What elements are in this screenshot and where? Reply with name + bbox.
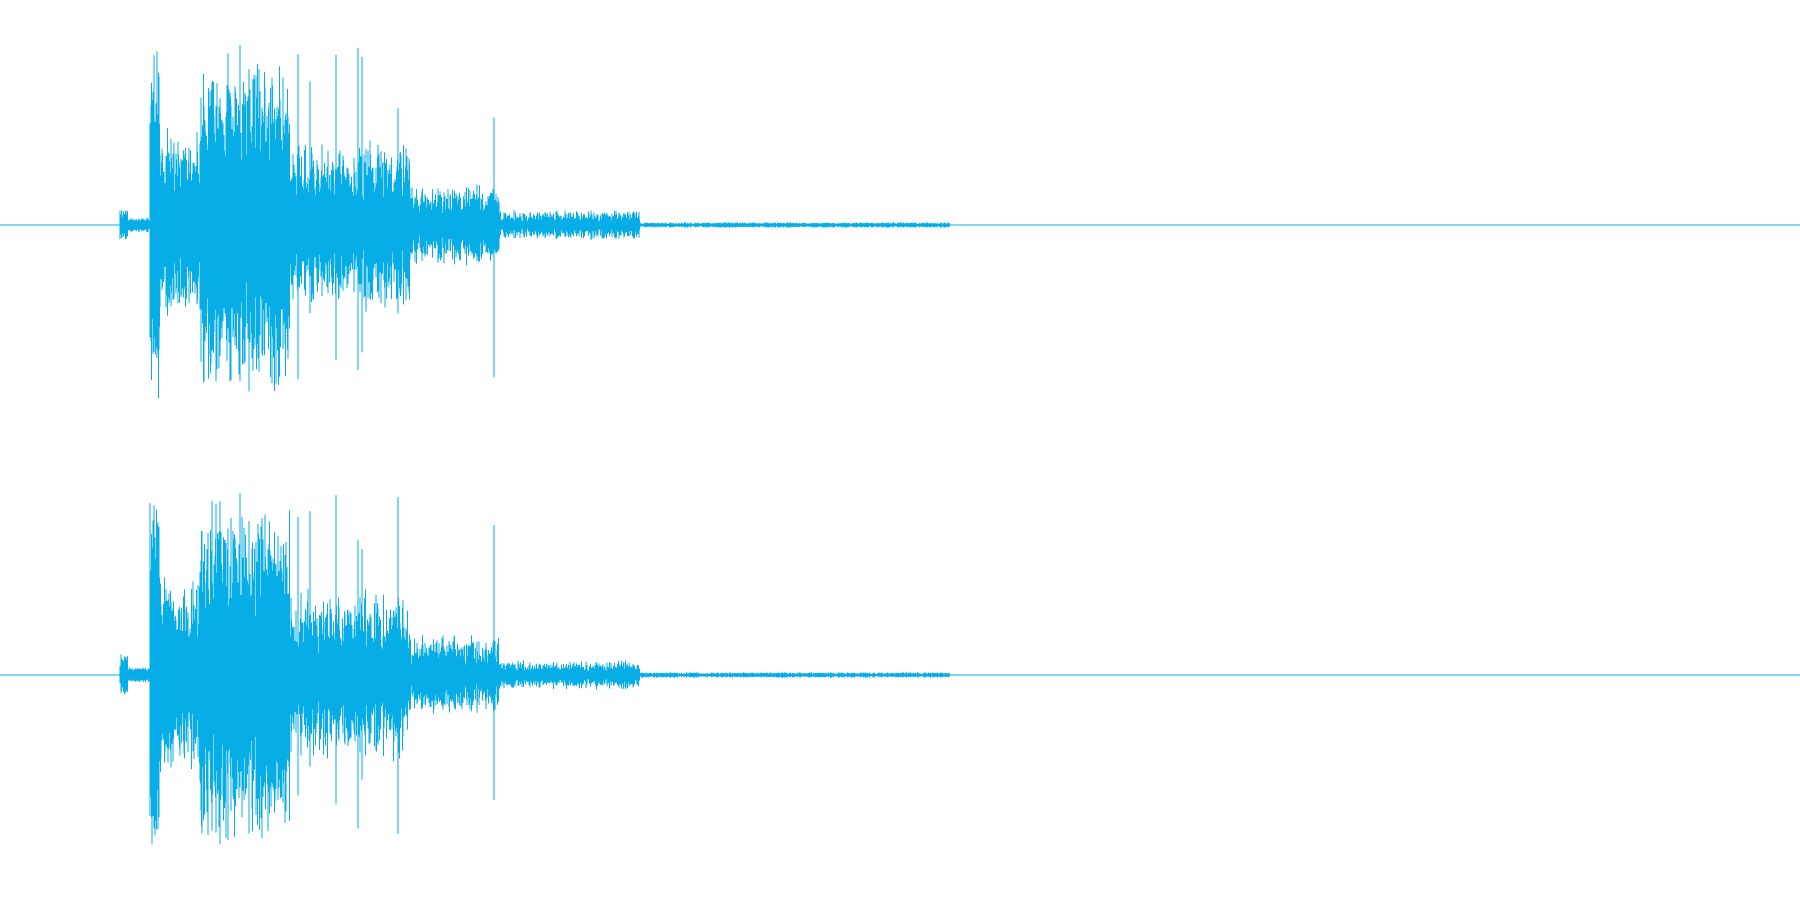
left-channel-waveform xyxy=(117,44,960,399)
left-channel xyxy=(0,44,1800,399)
right-channel xyxy=(0,493,1800,845)
right-channel-waveform xyxy=(117,493,960,845)
